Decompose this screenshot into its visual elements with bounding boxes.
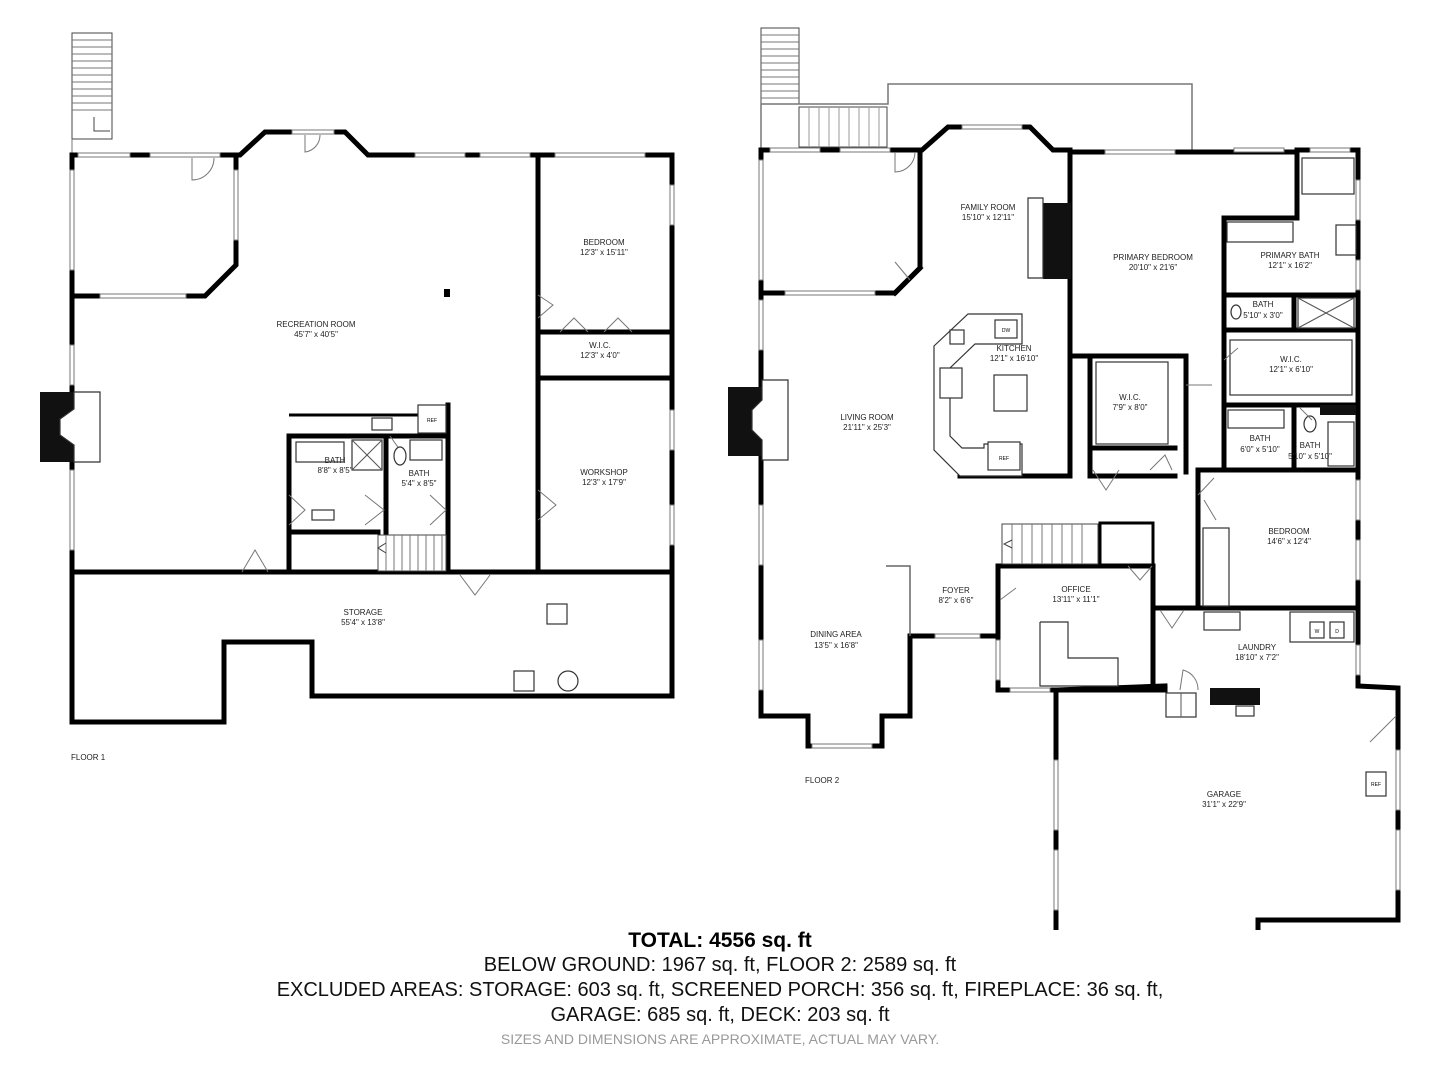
room-name: STORAGE	[344, 608, 383, 617]
room-dims: 8'8" x 8'5"	[318, 466, 353, 475]
room-dims: 5'10" x 3'0"	[1243, 311, 1283, 320]
room-dims: 8'2" x 6'6"	[939, 596, 974, 605]
room-dims: 12'1" x 6'10"	[1269, 365, 1313, 374]
room-dims: 55'4" x 13'8"	[341, 618, 385, 627]
area-summary: TOTAL: 4556 sq. ft BELOW GROUND: 1967 sq…	[0, 928, 1440, 1050]
area-breakdown: BELOW GROUND: 1967 sq. ft, FLOOR 2: 2589…	[483, 954, 957, 976]
dw-label: DW	[1002, 328, 1011, 334]
room-dims: 12'1" x 16'2"	[1268, 261, 1312, 270]
floor-2-label: FLOOR 2	[805, 776, 840, 785]
room-name: BEDROOM	[1268, 527, 1310, 536]
room-name: FAMILY ROOM	[961, 203, 1016, 212]
room-name: LAUNDRY	[1238, 643, 1277, 652]
room-dims: 14'6" x 12'4"	[1267, 537, 1311, 546]
floor-2-plan: DW REF W D REF	[728, 27, 1401, 930]
room-name: W.I.C.	[1119, 393, 1141, 402]
dryer-label: D	[1335, 629, 1339, 635]
room-dims: 12'3" x 17'9"	[582, 478, 626, 487]
room-dims: 21'11" x 25'3"	[843, 423, 891, 432]
total-area: TOTAL: 4556 sq. ft	[628, 929, 812, 952]
room-dims: 12'3" x 15'11"	[580, 248, 628, 257]
room-dims: 7'9" x 8'0"	[1113, 403, 1148, 412]
room-dims: 12'1" x 16'10"	[990, 354, 1038, 363]
room-name: BEDROOM	[583, 238, 625, 247]
floor1-ref-label: REF	[427, 418, 437, 424]
floor-plan: REF RECREATION ROOM 45'7" x 40'5" BEDROO…	[40, 27, 1401, 930]
room-dims: 20'10" x 21'6"	[1129, 263, 1177, 272]
room-name: BATH	[409, 469, 430, 478]
room-name: GARAGE	[1207, 790, 1241, 799]
room-name: OFFICE	[1061, 585, 1090, 594]
disclaimer: SIZES AND DIMENSIONS ARE APPROXIMATE, AC…	[500, 1031, 940, 1047]
room-dims: 13'11" x 11'1"	[1052, 595, 1099, 604]
room-name: PRIMARY BATH	[1260, 251, 1319, 260]
excluded-areas-continued: GARAGE: 685 sq. ft, DECK: 203 sq. ft	[550, 1004, 890, 1026]
washer-label: W	[1315, 629, 1320, 635]
floor-1-plan: REF RECREATION ROOM 45'7" x 40'5" BEDROO…	[40, 32, 675, 762]
room-name: WORKSHOP	[580, 468, 628, 477]
room-dims: 6'0" x 5'10"	[1240, 445, 1280, 454]
room-dims: 31'1" x 22'9"	[1202, 800, 1246, 809]
floor-1-label: FLOOR 1	[71, 753, 106, 762]
room-name: RECREATION ROOM	[277, 320, 356, 329]
floor2-ref-label: REF	[999, 456, 1009, 462]
room-name: BATH	[1250, 434, 1271, 443]
room-name: W.I.C.	[589, 341, 611, 350]
room-dims: 18'10" x 7'2"	[1235, 653, 1279, 662]
room-name: BATH	[1253, 300, 1274, 309]
excluded-areas: EXCLUDED AREAS: STORAGE: 603 sq. ft, SCR…	[276, 979, 1164, 1001]
room-name: W.I.C.	[1280, 355, 1302, 364]
room-name: PRIMARY BEDROOM	[1113, 253, 1193, 262]
room-dims: 15'10" x 12'11"	[962, 213, 1014, 222]
room-name: LIVING ROOM	[840, 413, 894, 422]
room-name: BATH	[325, 456, 346, 465]
garage-ref-label: REF	[1371, 782, 1381, 788]
room-dims: 13'5" x 16'8"	[814, 641, 858, 650]
room-name: BATH	[1300, 441, 1321, 450]
room-name: FOYER	[942, 586, 970, 595]
room-dims: 5'10" x 5'10"	[1288, 452, 1332, 461]
room-dims: 12'3" x 4'0"	[580, 351, 620, 360]
room-name: KITCHEN	[996, 344, 1031, 353]
room-name: DINING AREA	[810, 630, 862, 639]
room-dims: 5'4" x 8'5"	[402, 479, 437, 488]
room-dims: 45'7" x 40'5"	[294, 330, 338, 339]
